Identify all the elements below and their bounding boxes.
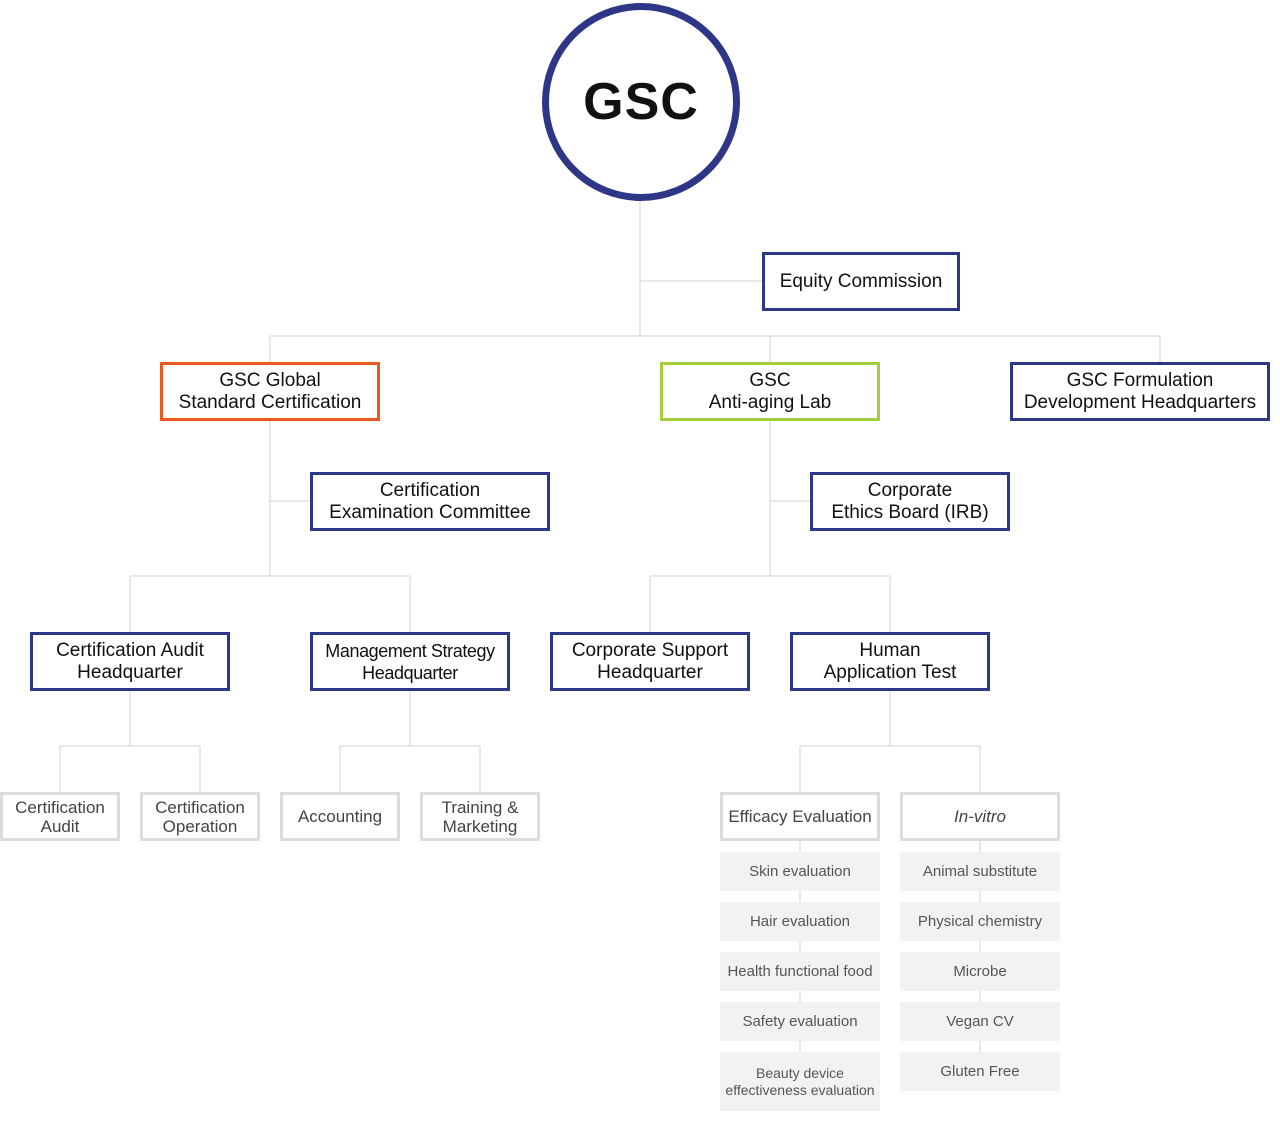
node-label: Human Application Test	[823, 639, 957, 683]
node-label: GSC Global Standard Certification	[178, 369, 362, 413]
node-certification-operation: Certification Operation	[140, 792, 260, 841]
node-gsc-global-standard-certification: GSC Global Standard Certification	[160, 362, 380, 421]
sub-item-label: Beauty device effectiveness evaluation	[725, 1064, 875, 1098]
node-label: Training & Marketing	[441, 797, 519, 836]
node-management-strategy-hq: Management Strategy Headquarter	[310, 632, 510, 691]
root-node-gsc: GSC	[542, 3, 740, 201]
node-human-application-test: Human Application Test	[790, 632, 990, 691]
node-training-marketing: Training & Marketing	[420, 792, 540, 841]
node-corporate-support-hq: Corporate Support Headquarter	[550, 632, 750, 691]
node-label: Certification Audit Headquarter	[56, 639, 204, 683]
node-certification-examination-committee: Certification Examination Committee	[310, 472, 550, 531]
sub-item-safety-evaluation: Safety evaluation	[720, 1002, 880, 1041]
node-gsc-anti-aging-lab: GSC Anti-aging Lab	[660, 362, 880, 421]
sub-item-health-functional-food: Health functional food	[720, 952, 880, 991]
node-corporate-ethics-board: Corporate Ethics Board (IRB)	[810, 472, 1010, 531]
sub-item-gluten-free: Gluten Free	[900, 1052, 1060, 1091]
node-certification-audit: Certification Audit	[0, 792, 120, 841]
node-label: Corporate Support Headquarter	[571, 639, 729, 683]
sub-item-label: Skin evaluation	[749, 863, 851, 880]
sub-item-skin-evaluation: Skin evaluation	[720, 852, 880, 891]
node-label: GSC Anti-aging Lab	[708, 369, 832, 413]
root-label: GSC	[583, 73, 699, 131]
sub-item-beauty-device-effectiveness: Beauty device effectiveness evaluation	[720, 1052, 880, 1111]
sub-item-hair-evaluation: Hair evaluation	[720, 902, 880, 941]
sub-item-microbe: Microbe	[900, 952, 1060, 991]
node-efficacy-evaluation: Efficacy Evaluation	[720, 792, 880, 841]
node-label: Efficacy Evaluation	[728, 807, 872, 826]
node-certification-audit-hq: Certification Audit Headquarter	[30, 632, 230, 691]
node-equity-commission: Equity Commission	[762, 252, 960, 311]
sub-item-vegan-cv: Vegan CV	[900, 1002, 1060, 1041]
node-in-vitro: In-vitro	[900, 792, 1060, 841]
node-label: Certification Audit	[15, 797, 105, 836]
sub-item-label: Gluten Free	[940, 1063, 1020, 1080]
sub-item-label: Physical chemistry	[917, 913, 1043, 930]
node-gsc-formulation-development-hq: GSC Formulation Development Headquarters	[1010, 362, 1270, 421]
sub-item-animal-substitute: Animal substitute	[900, 852, 1060, 891]
sub-item-label: Safety evaluation	[742, 1013, 858, 1030]
node-label: Management Strategy Headquarter	[325, 640, 495, 683]
sub-item-label: Vegan CV	[946, 1013, 1014, 1030]
sub-item-label: Health functional food	[727, 963, 873, 980]
node-label: Corporate Ethics Board (IRB)	[831, 479, 989, 523]
sub-item-label: Animal substitute	[922, 863, 1038, 880]
node-label: In-vitro	[954, 807, 1006, 826]
sub-item-label: Microbe	[953, 963, 1007, 980]
node-label: Accounting	[297, 807, 383, 826]
node-accounting: Accounting	[280, 792, 400, 841]
node-label: GSC Formulation Development Headquarters	[1023, 369, 1257, 413]
node-label: Equity Commission	[779, 270, 943, 292]
sub-item-physical-chemistry: Physical chemistry	[900, 902, 1060, 941]
node-label: Certification Examination Committee	[329, 479, 531, 523]
sub-item-label: Hair evaluation	[749, 913, 851, 930]
node-label: Certification Operation	[155, 797, 245, 836]
